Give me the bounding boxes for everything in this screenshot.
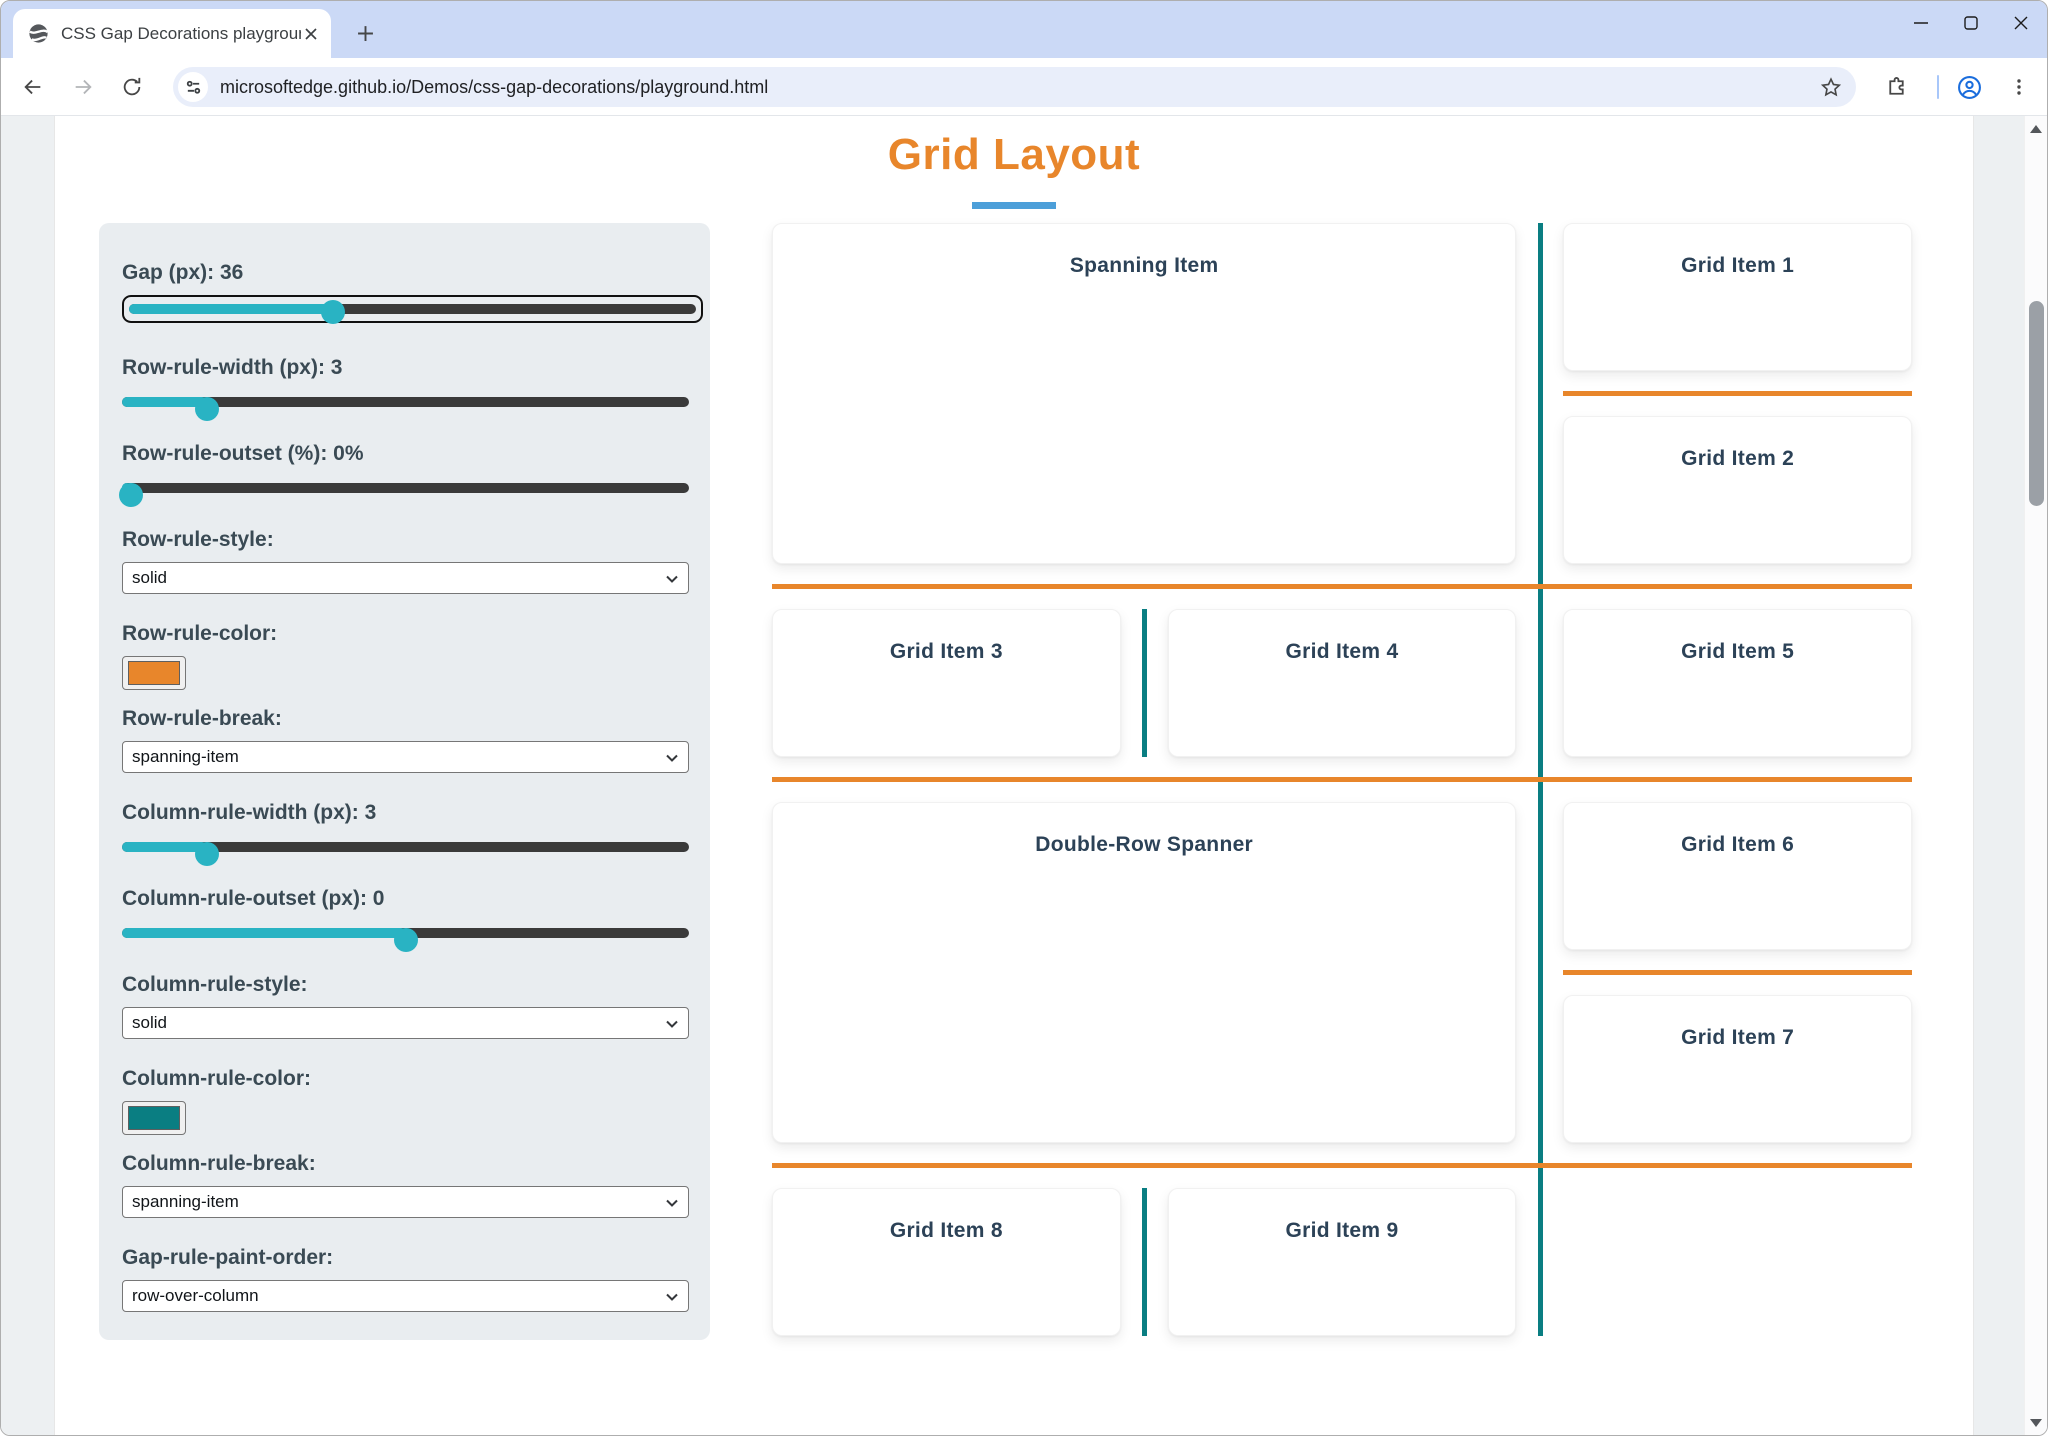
url-bar[interactable]: microsoftedge.github.io/Demos/css-gap-de… bbox=[173, 67, 1856, 107]
grid-item-8: Grid Item 8 bbox=[772, 1188, 1121, 1336]
scrollbar-thumb[interactable] bbox=[2029, 301, 2044, 506]
extensions-icon[interactable] bbox=[1879, 70, 1913, 104]
row-rule-outset-slider[interactable] bbox=[118, 476, 689, 507]
column-rule-outset-label: Column-rule-outset (px): 0 bbox=[122, 887, 385, 910]
grid-demo: Spanning Item Grid Item 1 Grid Item 2 Gr… bbox=[772, 223, 1912, 1336]
close-button[interactable] bbox=[2013, 15, 2029, 31]
title-underline bbox=[972, 202, 1056, 209]
column-rule-style-group: Column-rule-style: solid bbox=[122, 971, 690, 1039]
back-button[interactable] bbox=[16, 70, 50, 104]
chevron-down-icon bbox=[666, 754, 678, 762]
browser-tab[interactable]: CSS Gap Decorations playgroun bbox=[13, 9, 331, 58]
grid-item-3: Grid Item 3 bbox=[772, 609, 1121, 757]
row-rule-break-group: Row-rule-break: spanning-item bbox=[122, 705, 690, 773]
grid-item-7: Grid Item 7 bbox=[1563, 995, 1912, 1143]
page-container: Grid Layout Gap (px): 36 Row-rule-width … bbox=[54, 116, 1974, 1435]
column-rule-row6 bbox=[1142, 1188, 1147, 1336]
grid-item-1: Grid Item 1 bbox=[1563, 223, 1912, 371]
gap-slider[interactable] bbox=[129, 300, 696, 324]
minimize-button[interactable] bbox=[1913, 15, 1929, 31]
row-rule-color-picker[interactable] bbox=[122, 656, 186, 690]
toolbar-divider bbox=[1937, 75, 1939, 99]
tab-title: CSS Gap Decorations playgroun bbox=[61, 23, 301, 43]
gap-label: Gap (px): 36 bbox=[122, 261, 244, 284]
forward-button[interactable] bbox=[66, 70, 100, 104]
browser-toolbar: microsoftedge.github.io/Demos/css-gap-de… bbox=[1, 58, 2047, 116]
row-rule-outset-label: Row-rule-outset (%): 0% bbox=[122, 442, 364, 465]
grid-item-4: Grid Item 4 bbox=[1167, 609, 1517, 757]
row-rule-color-label: Row-rule-color: bbox=[122, 622, 278, 645]
row-rule-col3-b bbox=[1563, 970, 1912, 975]
column-rule-color-picker[interactable] bbox=[122, 1101, 186, 1135]
chevron-down-icon bbox=[666, 1293, 678, 1301]
row-rule-style-group: Row-rule-style: solid bbox=[122, 526, 690, 594]
chevron-down-icon bbox=[666, 575, 678, 583]
chevron-down-icon bbox=[666, 1199, 678, 1207]
row-rule-outset-group: Row-rule-outset (%): 0% bbox=[118, 440, 690, 507]
column-rule-break-group: Column-rule-break: spanning-item bbox=[122, 1150, 690, 1218]
gap-rule-paint-order-group: Gap-rule-paint-order: row-over-column bbox=[122, 1244, 690, 1312]
column-rule-color-group: Column-rule-color: bbox=[122, 1065, 690, 1135]
url-text[interactable]: microsoftedge.github.io/Demos/css-gap-de… bbox=[220, 76, 769, 97]
column-rule-color-label: Column-rule-color: bbox=[122, 1067, 311, 1090]
site-info-icon[interactable] bbox=[178, 72, 208, 102]
bookmark-star-icon[interactable] bbox=[1820, 76, 1842, 98]
column-rule-outset-group: Column-rule-outset (px): 0 bbox=[122, 885, 690, 952]
menu-dots-icon[interactable] bbox=[2002, 70, 2036, 104]
row-rule-break-label: Row-rule-break: bbox=[122, 707, 282, 730]
grid-item-9: Grid Item 9 bbox=[1167, 1188, 1517, 1336]
row-rule-style-label: Row-rule-style: bbox=[122, 528, 274, 551]
row-rule-full-a bbox=[772, 584, 1912, 589]
gap-rule-paint-order-label: Gap-rule-paint-order: bbox=[122, 1246, 334, 1269]
grid-item-2: Grid Item 2 bbox=[1563, 416, 1912, 564]
scroll-down-icon[interactable] bbox=[2028, 1415, 2044, 1431]
gap-control-group: Gap (px): 36 bbox=[122, 259, 703, 328]
grid-item-6: Grid Item 6 bbox=[1563, 802, 1912, 950]
row-rule-width-label: Row-rule-width (px): 3 bbox=[122, 356, 343, 379]
column-rule-break-label: Column-rule-break: bbox=[122, 1152, 316, 1175]
column-rule-style-label: Column-rule-style: bbox=[122, 973, 308, 996]
grid-item-spanning: Spanning Item bbox=[772, 223, 1517, 564]
row-rule-style-select[interactable]: solid bbox=[122, 562, 689, 594]
page-scrollbar[interactable] bbox=[2024, 116, 2047, 1435]
column-rule-row3 bbox=[1142, 609, 1147, 757]
maximize-button[interactable] bbox=[1963, 15, 1979, 31]
tab-strip: CSS Gap Decorations playgroun bbox=[1, 1, 2047, 58]
chevron-down-icon bbox=[666, 1020, 678, 1028]
gap-rule-paint-order-select[interactable]: row-over-column bbox=[122, 1280, 689, 1312]
row-rule-break-select[interactable]: spanning-item bbox=[122, 741, 689, 773]
column-rule-width-label: Column-rule-width (px): 3 bbox=[122, 801, 377, 824]
column-rule-outset-slider[interactable] bbox=[122, 921, 689, 952]
new-tab-button[interactable] bbox=[351, 19, 379, 47]
row-rule-full-b bbox=[772, 777, 1912, 782]
globe-icon bbox=[27, 22, 50, 45]
row-rule-color-group: Row-rule-color: bbox=[122, 620, 690, 690]
grid-item-double-row-spanner: Double-Row Spanner bbox=[772, 802, 1517, 1143]
scroll-up-icon[interactable] bbox=[2028, 121, 2044, 137]
reload-button[interactable] bbox=[115, 70, 149, 104]
page-content: Grid Layout Gap (px): 36 Row-rule-width … bbox=[1, 116, 2047, 1435]
row-rule-width-slider[interactable] bbox=[122, 390, 689, 421]
tab-close-icon[interactable] bbox=[301, 24, 321, 44]
row-rule-col3-a bbox=[1563, 391, 1912, 396]
column-rule-break-select[interactable]: spanning-item bbox=[122, 1186, 689, 1218]
gap-slider-focus-ring bbox=[122, 295, 703, 324]
row-rule-full-c bbox=[772, 1163, 1912, 1168]
column-rule-width-group: Column-rule-width (px): 3 bbox=[122, 799, 690, 866]
controls-sidebar: Gap (px): 36 Row-rule-width (px): 3 Row-… bbox=[99, 223, 710, 1340]
column-rule-style-select[interactable]: solid bbox=[122, 1007, 689, 1039]
column-rule-width-slider[interactable] bbox=[122, 835, 689, 866]
grid-item-5: Grid Item 5 bbox=[1563, 609, 1912, 757]
profile-avatar-icon[interactable] bbox=[1952, 70, 1986, 104]
row-rule-width-group: Row-rule-width (px): 3 bbox=[122, 354, 690, 421]
page-title: Grid Layout bbox=[887, 130, 1141, 179]
